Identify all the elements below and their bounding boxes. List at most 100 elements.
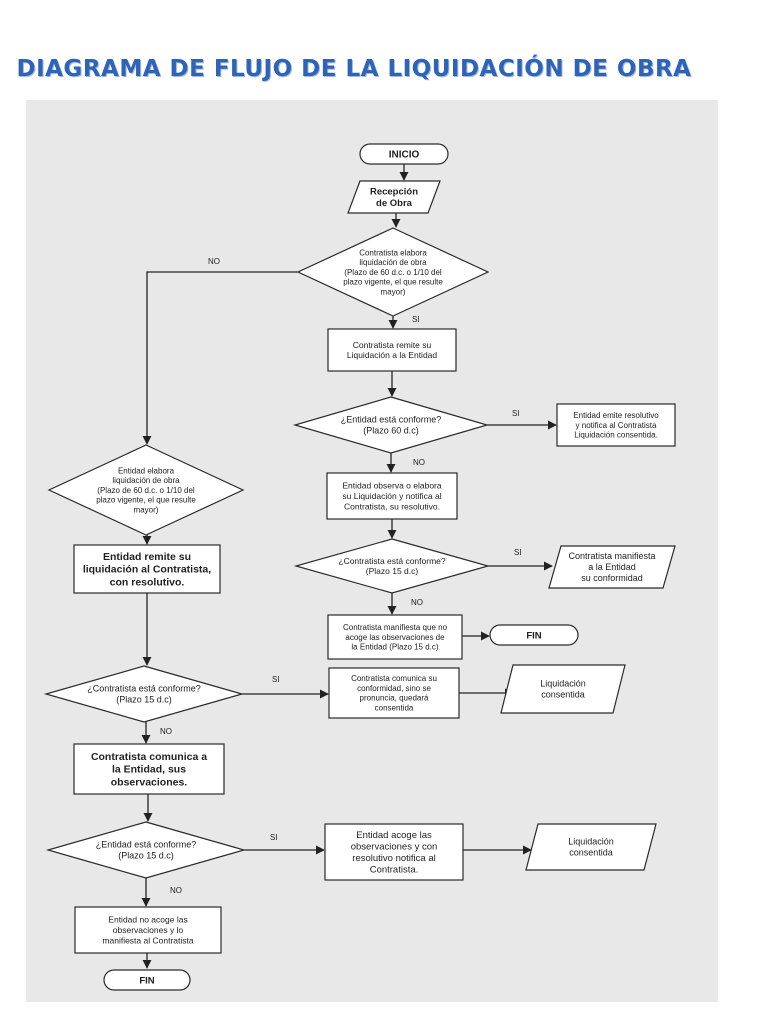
contratista-comunica-obs-text-line: la Entidad, sus xyxy=(112,764,186,776)
d-contratista-conforme-15a-shape xyxy=(293,538,491,594)
d-contratista-conforme-15a-text-line: (Plazo 15 d.c) xyxy=(366,566,419,576)
d-contratista-elabora-shape xyxy=(296,227,490,317)
contratista-remite-shape xyxy=(327,328,457,372)
fin-1-shape xyxy=(489,624,579,646)
d-contratista-elabora-text-line: plazo vigente, el que resulte xyxy=(343,278,443,287)
liquidacion-consentida-2-text-line: consentida xyxy=(569,848,613,858)
entidad-acoge-text-line: Contratista. xyxy=(370,865,419,876)
d-contratista-elabora-text-line: (Plazo de 60 d.c. o 1/10 del xyxy=(344,268,442,277)
contratista-comunica-conformidad-text-line: conformidad, sino se xyxy=(357,684,431,693)
fin-2-shape xyxy=(103,969,191,991)
entidad-remite-text-line: con resolutivo. xyxy=(110,576,185,588)
d-entidad-elabora-text-line: liquidación de obra xyxy=(112,476,180,485)
entidad-no-acoge-text-line: observaciones y lo xyxy=(113,925,184,935)
branch-label-no-4: NO xyxy=(160,727,172,736)
node-fin-2: FIN xyxy=(103,969,191,991)
entidad-observa-text-line: su Liquidación y notifica al xyxy=(342,491,441,501)
branch-label-no-2: NO xyxy=(413,458,425,467)
contratista-no-acoge-text-line: acoge las observaciones de xyxy=(345,633,445,642)
node-d-contratista-conforme-15a: ¿Contratista está conforme?(Plazo 15 d.c… xyxy=(293,538,491,594)
contratista-manifiesta-conformidad-text-line: su conformidad xyxy=(581,573,643,583)
entidad-no-acoge-text-line: Entidad no acoge las xyxy=(108,915,187,925)
d-entidad-elabora-text-line: (Plazo de 60 d.c. o 1/10 del xyxy=(97,486,195,495)
contratista-no-acoge-shape xyxy=(327,614,463,660)
node-inicio: INICIO xyxy=(359,143,449,165)
entidad-remite-text-line: liquidación al Contratista, xyxy=(83,564,211,576)
fin-1-text-line: FIN xyxy=(526,630,541,641)
contratista-no-acoge-text-line: la Entidad (Plazo 15 d.c) xyxy=(351,643,438,652)
d-entidad-elabora-text-line: plazo vigente, el que resulte xyxy=(96,496,196,505)
liquidacion-consentida-2-text-line: Liquidación xyxy=(568,837,614,847)
branch-label-si-5: SI xyxy=(270,833,278,842)
d-entidad-elabora-shape xyxy=(47,444,245,536)
entidad-emite-resolutivo-text-line: y notifica al Contratista xyxy=(576,421,657,430)
entidad-remite-shape xyxy=(73,544,221,594)
entidad-acoge-text-line: resolutivo notifica al xyxy=(352,853,435,864)
d-contratista-elabora-text-line: Contratista elabora xyxy=(359,248,427,257)
contratista-comunica-obs-text-line: Contratista comunica a xyxy=(91,751,207,763)
entidad-remite-text-line: Entidad remite su xyxy=(103,551,191,563)
d-contratista-conforme-15a-text-line: ¿Contratista está conforme? xyxy=(338,556,446,566)
node-d-entidad-conforme-15: ¿Entidad está conforme?(Plazo 15 d.c) xyxy=(45,821,247,879)
d-entidad-conforme-15-text-line: ¿Entidad está conforme? xyxy=(96,840,197,850)
branch-label-no-5: NO xyxy=(170,886,182,895)
inicio-shape xyxy=(359,143,449,165)
node-d-entidad-conforme-60: ¿Entidad está conforme?(Plazo 60 d.c) xyxy=(292,396,490,454)
branch-label-no-1: NO xyxy=(208,257,220,266)
liquidacion-consentida-1-shape xyxy=(500,664,626,714)
contratista-manifiesta-conformidad-text-line: a la Entidad xyxy=(588,562,636,572)
fin-2-text-line: FIN xyxy=(139,975,154,986)
d-entidad-conforme-60-text-line: ¿Entidad está conforme? xyxy=(341,415,442,425)
node-contratista-comunica-obs: Contratista comunica ala Entidad, susobs… xyxy=(73,743,225,795)
liquidacion-consentida-2-shape xyxy=(525,823,657,871)
entidad-emite-resolutivo-text-line: Entidad emite resolutivo xyxy=(573,411,659,420)
contratista-remite-text-line: Liquidación a la Entidad xyxy=(347,350,438,360)
d-entidad-conforme-15-shape xyxy=(45,821,247,879)
d-contratista-elabora-text-line: liquidación de obra xyxy=(359,258,427,267)
contratista-comunica-conformidad-shape xyxy=(328,667,460,719)
d-entidad-elabora-text-line: mayor) xyxy=(134,505,159,514)
contratista-remite-text-line: Contratista remite su xyxy=(353,340,432,350)
entidad-acoge-text-line: Entidad acoge las xyxy=(356,830,432,841)
branch-label-no-3: NO xyxy=(411,598,423,607)
contratista-comunica-obs-shape xyxy=(73,743,225,795)
contratista-no-acoge-text-line: Contratista manifiesta que no xyxy=(343,623,448,632)
contratista-comunica-conformidad-text-line: pronuncia, quedará xyxy=(360,694,429,703)
node-fin-1: FIN xyxy=(489,624,579,646)
entidad-observa-text-line: Contratista, su resolutivo. xyxy=(344,501,440,511)
d-entidad-elabora-text-line: Entidad elabora xyxy=(118,466,175,475)
branch-label-si-2: SI xyxy=(512,409,520,418)
entidad-no-acoge-shape xyxy=(74,906,222,954)
d-entidad-conforme-60-shape xyxy=(292,396,490,454)
branch-label-si-1: SI xyxy=(412,315,420,324)
entidad-acoge-text-line: observaciones y con xyxy=(351,842,438,853)
liquidacion-consentida-1-text-line: Liquidación xyxy=(540,679,586,689)
inicio-text-line: INICIO xyxy=(389,150,420,161)
entidad-observa-shape xyxy=(326,472,458,520)
entidad-emite-resolutivo-shape xyxy=(556,403,676,447)
contratista-manifiesta-conformidad-text-line: Contratista manifiesta xyxy=(568,551,655,561)
recepcion-text-line: Recepción xyxy=(370,187,418,198)
edge-no-1-to-entidad-elabora xyxy=(142,271,298,445)
contratista-manifiesta-conformidad-shape xyxy=(548,545,676,589)
page-title: DIAGRAMA DE FLUJO DE LA LIQUIDACIÓN DE O… xyxy=(16,56,692,82)
d-contratista-conforme-15b-text-line: (Plazo 15 d.c) xyxy=(116,695,172,705)
recepcion-text-line: de Obra xyxy=(376,198,413,209)
contratista-comunica-conformidad-text-line: Contratista comunica su xyxy=(351,674,437,683)
d-contratista-conforme-15b-text-line: ¿Contratista está conforme? xyxy=(87,684,201,694)
branch-label-si-3: SI xyxy=(514,548,522,557)
d-entidad-conforme-15-text-line: (Plazo 15 d.c) xyxy=(118,851,174,861)
